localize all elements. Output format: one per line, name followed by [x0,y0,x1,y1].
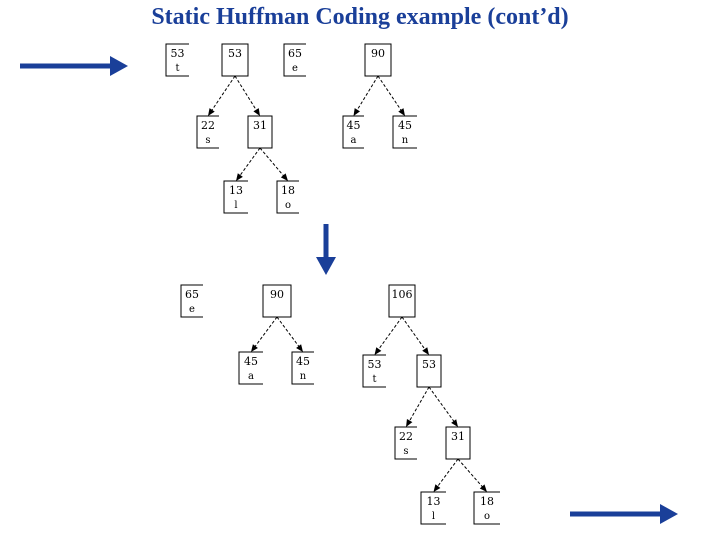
leaf-node: 45 a [342,115,364,149]
node-symbol: l [234,200,237,211]
leaf-node: 45 a [238,351,263,385]
node-weight: 53 [368,358,382,371]
tree-edge [374,316,403,355]
node-weight: 31 [451,430,465,443]
node-weight: 45 [296,355,310,368]
node-symbol: a [248,371,254,382]
node-weight: 45 [244,355,258,368]
node-symbol: o [484,511,490,522]
node-weight: 18 [281,184,295,197]
node-weight: 90 [371,47,385,60]
node-symbol: e [189,304,195,315]
node-symbol: n [300,371,307,382]
node-symbol: t [175,63,179,74]
node-weight: 53 [171,47,185,60]
leaf-node: 13 l [223,180,248,214]
node-symbol: a [351,135,357,146]
internal-node: 53 [416,354,442,388]
slide-title: Static Huffman Coding example (cont’d) [151,4,569,30]
leaf-node: 65 e [283,43,306,77]
node-symbol: s [403,446,408,457]
leaf-node: 53 t [165,43,189,77]
node-weight: 31 [253,119,267,132]
node-symbol: e [292,63,298,74]
node-weight: 90 [270,288,284,301]
right-arrow-top [20,56,128,76]
tree-edge [353,75,379,116]
tree-edge [401,316,429,355]
internal-node: 90 [364,43,392,77]
tree-edge [234,75,260,116]
leaf-node: 22 s [394,426,417,460]
node-weight: 65 [288,47,302,60]
internal-node: 31 [445,426,471,460]
tree-edge [251,316,278,352]
node-symbol: t [372,374,376,385]
internal-node: 90 [262,284,292,318]
node-weight: 18 [480,495,494,508]
tree-edge [276,316,303,352]
internal-node: 31 [247,115,273,149]
node-symbol: n [402,135,409,146]
tree-edge [236,147,261,181]
tree-edge [208,75,236,116]
internal-node: 53 [221,43,249,77]
tree-edge [377,75,405,116]
tree-edge [457,458,487,492]
leaf-node: 45 n [291,351,314,385]
tree-edge [428,386,458,427]
node-weight: 13 [427,495,441,508]
tree-edge [259,147,288,181]
leaf-node: 13 l [420,491,446,525]
node-symbol: l [432,511,435,522]
internal-node: 106 [388,284,416,318]
node-weight: 106 [392,288,413,301]
node-weight: 53 [422,358,436,371]
right-arrow-bottom [570,504,678,524]
node-weight: 45 [347,119,361,132]
tree-edge [433,458,459,492]
leaf-node: 53 t [362,354,386,388]
node-weight: 13 [229,184,243,197]
node-weight: 22 [201,119,215,132]
leaf-node: 18 o [276,180,299,214]
leaf-node: 45 n [392,115,417,149]
tree-edge [406,386,430,427]
node-weight: 45 [398,119,412,132]
down-arrow [316,224,336,275]
node-symbol: s [205,135,210,146]
node-weight: 22 [399,430,413,443]
node-weight: 65 [185,288,199,301]
node-symbol: o [285,200,291,211]
leaf-node: 18 o [473,491,500,525]
node-weight: 53 [228,47,242,60]
leaf-node: 22 s [196,115,219,149]
leaf-node: 65 e [180,284,203,318]
